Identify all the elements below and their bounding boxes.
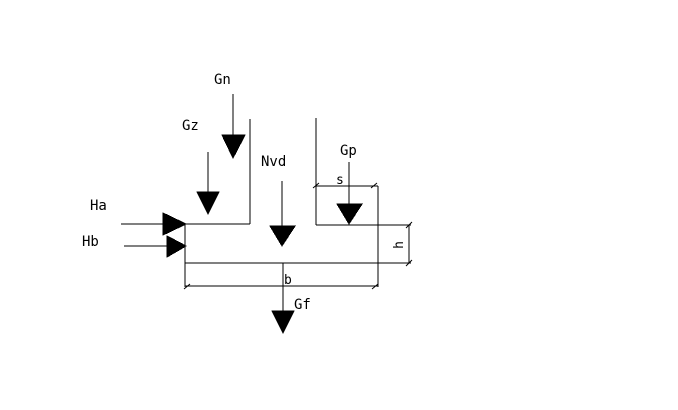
- force-arrow-gn: Gn: [214, 72, 246, 160]
- dim-s-label: s: [336, 173, 344, 188]
- dimension-b: b: [183, 273, 379, 290]
- force-arrow-hb: Hb: [82, 234, 188, 258]
- force-arrow-ha: Ha: [90, 198, 188, 236]
- dimension-h: h: [392, 221, 413, 267]
- force-arrow-gp: Gp: [336, 143, 363, 225]
- dim-b-label: b: [284, 273, 292, 288]
- gz-arrowhead-icon: [196, 191, 220, 216]
- dim-h-label: h: [392, 241, 407, 249]
- dim-s-tick-right: [370, 182, 378, 189]
- dimension-s: s: [312, 173, 378, 189]
- force-arrow-gf: Gf: [271, 263, 311, 335]
- ha-label: Ha: [90, 198, 107, 214]
- stem-outline: [249, 118, 317, 225]
- gp-label: Gp: [340, 143, 357, 159]
- hb-arrowhead-icon: [166, 235, 188, 258]
- gn-arrowhead-icon: [221, 134, 246, 160]
- dim-h-tick-bottom: [405, 259, 413, 267]
- dim-s-tick-left: [312, 182, 320, 189]
- dim-b-tick-left: [183, 283, 191, 290]
- force-arrow-gz: Gz: [182, 118, 220, 216]
- ha-arrowhead-icon: [162, 212, 188, 236]
- nvd-label: Nvd: [261, 154, 286, 170]
- dim-h-tick-top: [405, 221, 413, 229]
- dim-b-tick-right: [371, 283, 379, 290]
- gz-label: Gz: [182, 118, 199, 134]
- hb-label: Hb: [82, 234, 99, 250]
- force-arrow-nvd: Nvd: [261, 154, 296, 247]
- nvd-arrowhead-icon: [269, 225, 296, 247]
- gn-label: Gn: [214, 72, 231, 88]
- gf-label: Gf: [294, 297, 311, 313]
- gf-arrowhead-icon: [271, 310, 295, 335]
- footing-outline: [184, 186, 411, 287]
- gp-arrowhead-icon: [336, 203, 363, 225]
